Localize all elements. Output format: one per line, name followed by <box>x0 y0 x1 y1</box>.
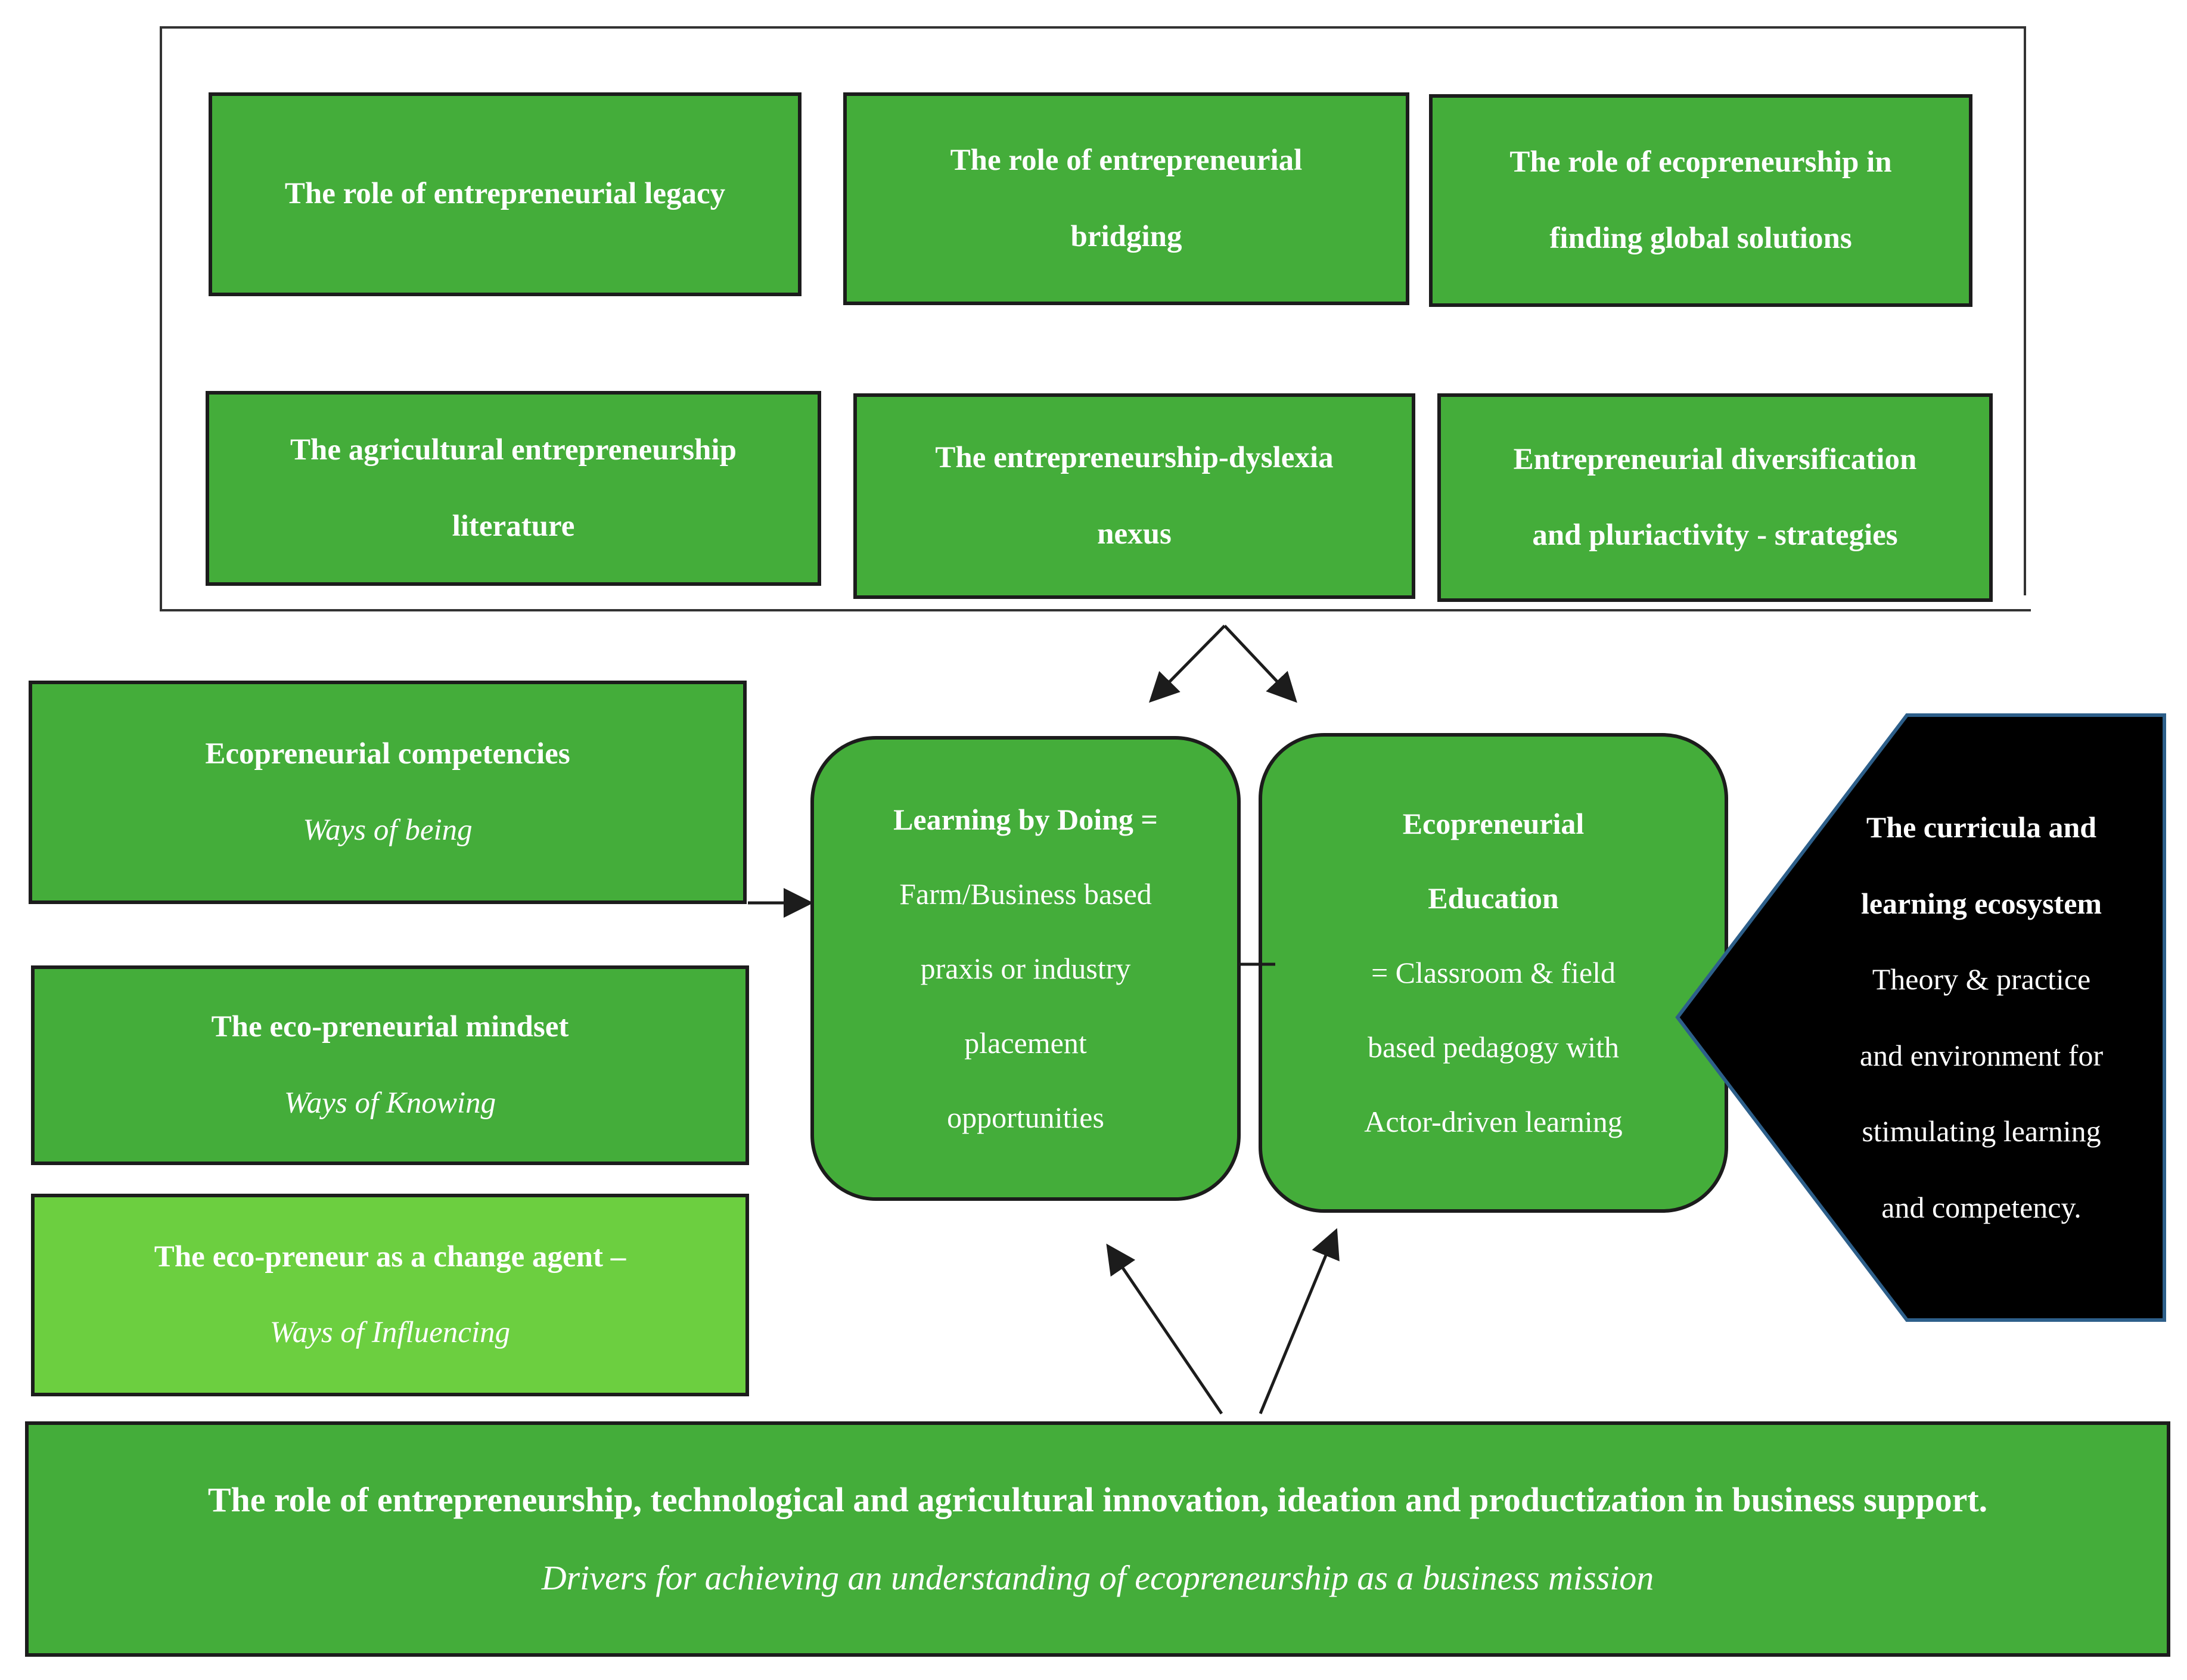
eco-preneurial-mindset-box: The eco-preneurial mindset Ways of Knowi… <box>31 965 749 1165</box>
topic-agricultural-literature: The agricultural entrepreneurship litera… <box>206 391 821 586</box>
frame-top-line <box>160 26 2026 29</box>
topic-line: bridging <box>1070 219 1182 253</box>
box-line: placement <box>964 1026 1087 1060</box>
box-title: The eco-preneur as a change agent – <box>154 1240 626 1274</box>
box-line: praxis or industry <box>920 951 1131 985</box>
topic-line: The entrepreneurship-dyslexia <box>935 441 1334 474</box>
curricula-ecosystem-text: The curricula and learning ecosystem The… <box>1812 733 2151 1302</box>
learning-by-doing-box: Learning by Doing = Farm/Business based … <box>810 736 1241 1201</box>
box-line: = Classroom & field <box>1371 956 1616 989</box>
box-title: The role of entrepreneurship, technologi… <box>207 1480 1988 1519</box>
topic-line: and pluriactivity - strategies <box>1532 518 1898 552</box>
hexagon-title: learning ecosystem <box>1860 886 2102 920</box>
curricula-hexagon-shape <box>1675 713 2166 1322</box>
box-title: Ecopreneurial <box>1402 807 1585 840</box>
box-title: Learning by Doing = <box>893 802 1158 836</box>
hexagon-line: and environment for <box>1859 1038 2104 1072</box>
box-subtitle: Drivers for achieving an understanding o… <box>541 1558 1654 1597</box>
box-subtitle: Ways of Influencing <box>269 1316 511 1349</box>
topic-entrepreneurial-bridging: The role of entrepreneurial bridging <box>843 92 1409 305</box>
frame-right-line <box>2024 26 2026 595</box>
hexagon-line: Theory & practice <box>1872 962 2091 996</box>
box-title: The eco-preneurial mindset <box>211 1010 569 1044</box>
box-line: Actor-driven learning <box>1364 1105 1623 1138</box>
ecopreneurial-competencies-box: Ecopreneurial competencies Ways of being <box>29 681 747 904</box>
business-support-box: The role of entrepreneurship, technologi… <box>25 1421 2170 1657</box>
topic-diversification-pluriactivity: Entrepreneurial diversification and plur… <box>1437 393 1993 602</box>
topic-line: The agricultural entrepreneurship <box>290 433 737 467</box>
topic-line: The role of entrepreneurial <box>950 144 1303 177</box>
frame-left-line <box>160 26 162 610</box>
topic-line: The role of entrepreneurial legacy <box>284 177 726 211</box>
box-line: Farm/Business based <box>899 877 1152 911</box>
ecopreneurial-education-box: Ecopreneurial Education = Classroom & fi… <box>1259 733 1728 1213</box>
topic-entrepreneurial-legacy: The role of entrepreneurial legacy <box>209 92 802 296</box>
box-title: Ecopreneurial competencies <box>205 737 570 771</box>
arrow-bottom-to-left-box <box>1106 1243 1223 1415</box>
topic-line: finding global solutions <box>1549 221 1852 255</box>
topic-line: Entrepreneurial diversification <box>1513 442 1917 476</box>
topic-global-solutions: The role of ecopreneurship in finding gl… <box>1429 94 1972 307</box>
topic-dyslexia-nexus: The entrepreneurship-dyslexia nexus <box>853 393 1415 599</box>
arrow-bottom-to-right-box <box>1259 1228 1340 1414</box>
hexagon-line: and competency. <box>1881 1190 2082 1224</box>
box-subtitle: Ways of Knowing <box>284 1086 496 1120</box>
box-line: opportunities <box>947 1100 1104 1134</box>
topic-line: literature <box>452 509 575 543</box>
hexagon-line: stimulating learning <box>1862 1114 2101 1148</box>
arrow-up-left <box>1148 625 1226 703</box>
topic-line: The role of ecopreneurship in <box>1509 145 1892 179</box>
topic-line: nexus <box>1097 517 1172 551</box>
change-agent-box: The eco-preneur as a change agent – Ways… <box>31 1194 749 1396</box>
hexagon-title: The curricula and <box>1866 811 2097 844</box>
box-line: based pedagogy with <box>1367 1030 1620 1064</box>
box-title: Education <box>1428 881 1559 915</box>
box-subtitle: Ways of being <box>303 813 473 847</box>
frame-bottom-line <box>160 609 2031 611</box>
arrow-up-right <box>1223 625 1297 703</box>
